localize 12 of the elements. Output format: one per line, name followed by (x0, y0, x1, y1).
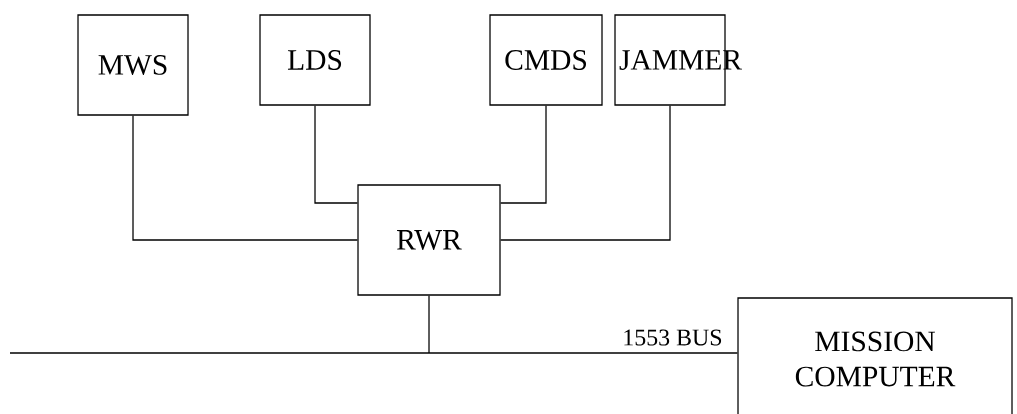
connector-line (132, 115, 358, 241)
bus-line (9, 352, 738, 354)
system-box: RWR (357, 184, 501, 296)
system-box: MWS (77, 14, 189, 116)
edge-label: 1553 BUS (624, 329, 722, 346)
computer-box: MISSION COMPUTER (737, 297, 1013, 414)
system-box: CMDS (489, 14, 603, 106)
connector-line (314, 105, 358, 204)
connector-line (500, 105, 671, 241)
connector-line (500, 105, 547, 204)
bus-line (428, 295, 430, 354)
system-box: LDS (259, 14, 371, 106)
